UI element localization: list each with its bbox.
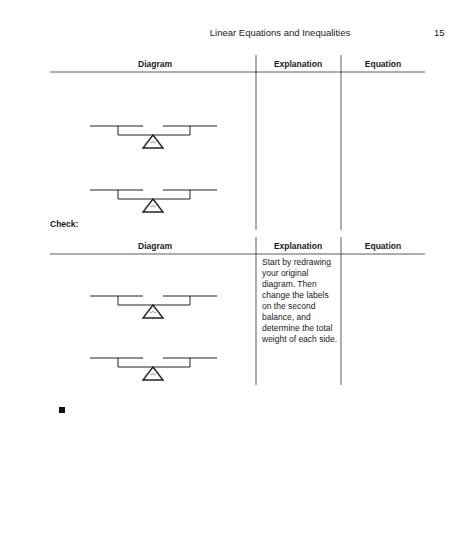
table-rules <box>50 55 425 385</box>
balance-symbol <box>90 126 217 148</box>
running-header: Linear Equations and Inequalities <box>210 27 351 38</box>
column-header: Diagram <box>138 59 172 69</box>
explanation-text: Start by redrawing your original diagram… <box>262 257 338 345</box>
column-header: Explanation <box>274 59 322 69</box>
section-label: Check: <box>50 219 78 229</box>
page-number: 15 <box>434 27 445 38</box>
column-header: Equation <box>365 241 401 251</box>
balance-symbol <box>90 358 217 380</box>
column-header: Diagram <box>138 241 172 251</box>
balance-symbol <box>90 296 217 318</box>
column-header: Equation <box>365 59 401 69</box>
bullet-square <box>59 407 65 413</box>
balance-symbol <box>90 190 217 212</box>
column-header: Explanation <box>274 241 322 251</box>
